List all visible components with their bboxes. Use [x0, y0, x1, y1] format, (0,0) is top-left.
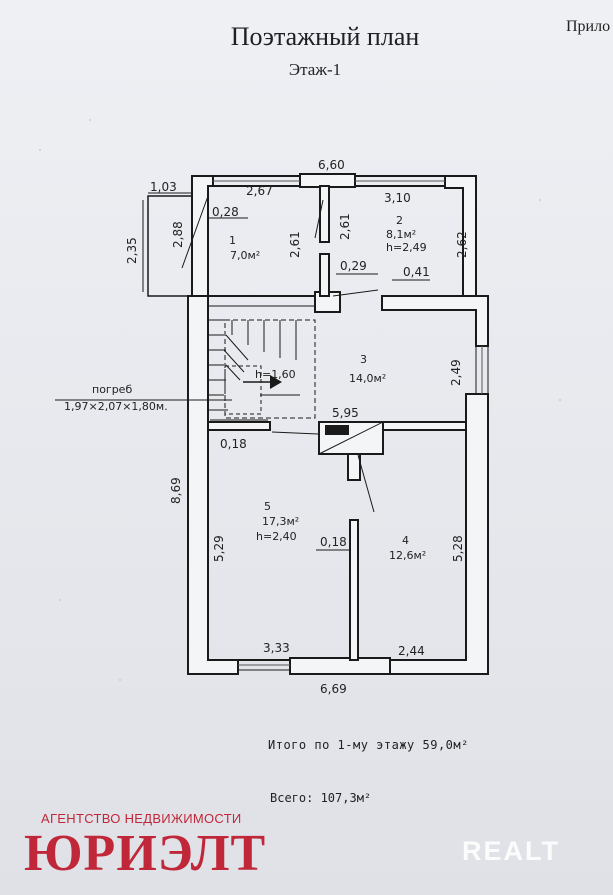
dimension-lines: [142, 192, 430, 551]
wall-inner-left: [207, 421, 271, 431]
room-4-number: 4: [402, 534, 409, 547]
dim-bottom-width: 6,69: [320, 682, 347, 696]
dim-partition-1: 2,61: [288, 231, 302, 258]
cellar-size: 1,97×2,07×1,80м.: [64, 400, 168, 413]
dim-left-869: 8,69: [169, 477, 183, 504]
wall-bottom-pier: [289, 657, 391, 675]
room-2-height: h=2,49: [386, 241, 427, 254]
windows: [213, 180, 483, 666]
realt-watermark-logo: REALT: [462, 836, 560, 866]
floor-total: Итого по 1-му этажу 59,0м²: [268, 738, 469, 752]
dim-room2-top: 3,10: [384, 191, 411, 205]
dim-wall-041: 0,41: [403, 265, 430, 279]
walls: [147, 173, 489, 675]
partition-lower: [319, 253, 330, 297]
door-swings: [181, 195, 379, 513]
room-5-number: 5: [264, 500, 271, 513]
room-3-number: 3: [360, 353, 367, 366]
stairs-arrow: [270, 375, 282, 389]
dim-wall-018a: 0,18: [220, 437, 247, 451]
room-5-height: h=2,40: [256, 530, 297, 543]
floor-label: Этаж-1: [288, 60, 342, 79]
stairs-height: h=1,60: [255, 368, 296, 381]
grand-total: Всего: 107,3м²: [270, 791, 372, 805]
dim-partition-2: 2,61: [338, 213, 352, 240]
corner-note: Прило: [566, 18, 611, 35]
dim-left-height: 2,35: [125, 237, 139, 264]
wall-mid-right: [381, 295, 489, 347]
partition-upper: [319, 185, 330, 243]
room-3-area: 14,0м²: [349, 372, 386, 385]
room-1-area: 7,0м²: [230, 249, 260, 262]
room-1-number: 1: [229, 234, 236, 247]
room-2-area: 8,1м²: [386, 228, 416, 241]
dim-top-width: 6,60: [318, 158, 345, 172]
dim-bottom-333: 3,33: [263, 641, 290, 655]
dim-wall-028: 0,28: [212, 205, 239, 219]
wall-extension: [147, 195, 192, 297]
partition-room45-top: [347, 453, 361, 481]
room-4-area: 12,6м²: [389, 549, 426, 562]
dim-wall-029: 0,29: [340, 259, 367, 273]
page-title: Поэтажный план: [230, 22, 420, 51]
wall-inner-right: [382, 421, 467, 431]
room-2-number: 2: [396, 214, 403, 227]
dim-left-ext: 1,03: [150, 180, 177, 194]
room-5-area: 17,3м²: [262, 515, 299, 528]
dim-bottom-244: 2,44: [398, 644, 425, 658]
partition-room45: [349, 519, 359, 661]
dim-room1-top: 2,67: [246, 184, 273, 198]
wall-top: [191, 175, 214, 297]
agency-watermark-logo: ЮРИЭЛТ: [24, 825, 267, 882]
dim-left-529: 5,29: [212, 535, 226, 562]
dim-right-262: 2,62: [455, 231, 469, 258]
cellar-label: погреб: [92, 383, 132, 396]
dim-right-249: 2,49: [449, 359, 463, 386]
staircase: [208, 319, 316, 419]
dim-mid-595: 5,95: [332, 406, 359, 420]
stove-vent: [325, 425, 349, 435]
dim-room1-side: 2,88: [171, 221, 185, 248]
wall-left: [187, 295, 239, 675]
agency-watermark-caption: АГЕНТСТВО НЕДВИЖИМОСТИ: [41, 811, 242, 826]
dim-right-528: 5,28: [451, 535, 465, 562]
background-grid: [39, 119, 561, 681]
dim-wall-018b: 0,18: [320, 535, 347, 549]
